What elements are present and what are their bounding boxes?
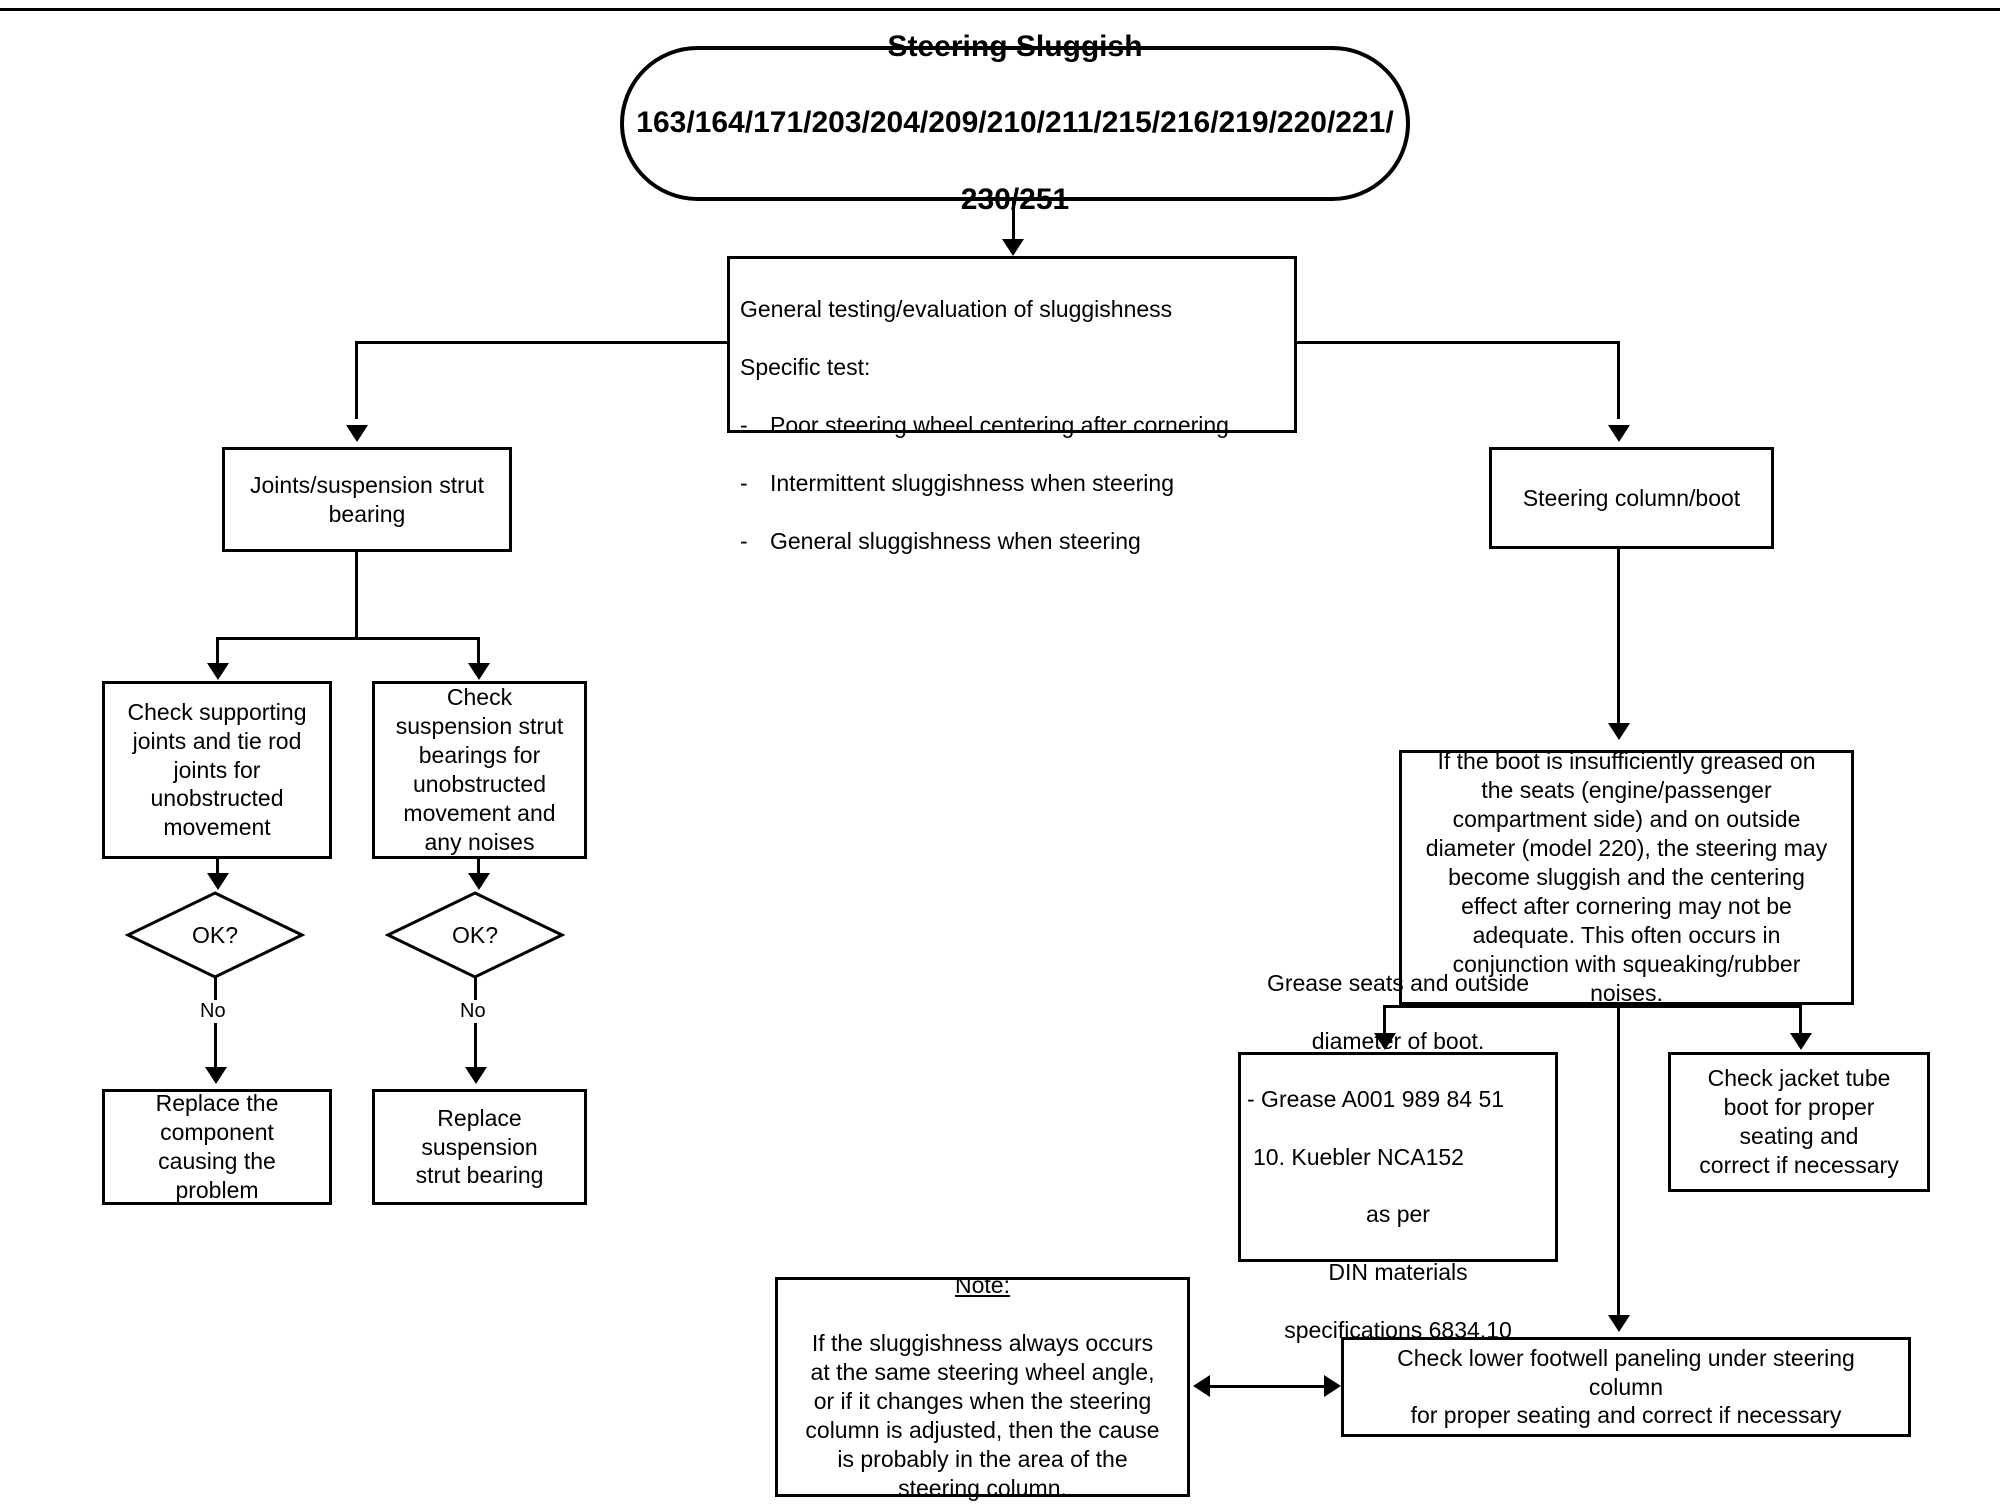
note-heading: Note:	[955, 1272, 1010, 1299]
grease-line-2: diameter of boot.	[1311, 1027, 1485, 1054]
arrowhead-note-side	[1193, 1375, 1210, 1397]
connector-title-to-general	[1012, 201, 1015, 241]
connector-to-check-strut	[477, 637, 480, 665]
decision-ok-right: OK?	[385, 890, 565, 980]
connector-decision-left-to-replace	[214, 977, 217, 1069]
check-jacket-tube-boot-box: Check jacket tube boot for proper seatin…	[1668, 1052, 1930, 1192]
arrowhead-steering-column-node	[1608, 425, 1630, 442]
arrowhead-check-supporting	[207, 663, 229, 680]
arrowhead-grease-node	[1374, 1033, 1396, 1050]
note-box: Note: If the sluggishness always occurs …	[775, 1272, 1190, 1501]
replace-suspension-strut-bearing-box: Replace suspension strut bearing	[372, 1089, 587, 1205]
bullet-dash-1: -	[740, 411, 748, 438]
decision-ok-right-label: OK?	[451, 921, 499, 948]
check-footwell-paneling-box: Check lower footwell paneling under stee…	[1341, 1337, 1911, 1437]
bullet-text-3: General sluggishness when steering	[770, 527, 1141, 554]
boot-grease-info-box: If the boot is insufficiently greased on…	[1399, 748, 1854, 1006]
connector-supporting-to-decision	[216, 859, 219, 875]
connector-split-left-bar	[355, 341, 730, 344]
edge-label-no-right: No	[458, 1000, 488, 1023]
decision-ok-left: OK?	[125, 890, 305, 980]
arrowhead-boot-info	[1608, 723, 1630, 740]
title-terminator: Steering Sluggish 163/164/171/203/204/20…	[620, 30, 1410, 216]
general-test-bullet-3: - General sluggishness when steering	[740, 527, 1284, 556]
connector-steering-column-down	[1617, 549, 1620, 725]
joints-suspension-strut-bearing-box: Joints/suspension strut bearing	[222, 447, 512, 552]
connector-left-drop	[355, 341, 358, 419]
check-supporting-joints-box: Check supporting joints and tie rod join…	[102, 681, 332, 859]
arrowhead-jacket-node	[1790, 1033, 1812, 1050]
page-top-rule	[0, 8, 2000, 11]
arrowhead-general-test	[1002, 239, 1024, 256]
connector-boot-to-jacket	[1799, 1005, 1802, 1035]
arrowhead-joints-node	[346, 425, 368, 442]
general-test-bullet-1: - Poor steering wheel centering after co…	[740, 411, 1284, 440]
connector-boot-to-grease	[1383, 1005, 1386, 1035]
arrowhead-decision-right	[468, 873, 490, 890]
grease-seats-box: Grease seats and outside diameter of boo…	[1238, 970, 1558, 1343]
connector-joints-down	[355, 552, 358, 640]
connector-strut-to-decision	[477, 859, 480, 875]
connector-right-drop	[1617, 341, 1620, 419]
grease-line-6: DIN materials	[1328, 1259, 1468, 1286]
replace-component-box: Replace the component causing the proble…	[102, 1089, 332, 1205]
general-test-heading: General testing/evaluation of sluggishne…	[740, 295, 1173, 322]
connector-joints-split-bar	[216, 637, 480, 640]
general-test-box: General testing/evaluation of sluggishne…	[727, 256, 1297, 554]
arrowhead-replace-strut	[465, 1067, 487, 1084]
title-line-1: Steering Sluggish	[887, 29, 1143, 63]
grease-line-5: as per	[1366, 1201, 1430, 1228]
connector-boot-to-footwell	[1617, 1005, 1620, 1317]
arrowhead-decision-left	[207, 873, 229, 890]
connector-decision-right-to-replace	[474, 977, 477, 1069]
steering-column-boot-box: Steering column/boot	[1489, 447, 1774, 549]
note-body: If the sluggishness always occurs at the…	[805, 1330, 1160, 1501]
bullet-text-2: Intermittent sluggishness when steering	[770, 469, 1174, 496]
general-test-subheading: Specific test:	[740, 353, 871, 380]
decision-ok-left-label: OK?	[191, 921, 239, 948]
bullet-dash-2: -	[740, 469, 748, 496]
grease-line-4: 10. Kuebler NCA152	[1253, 1143, 1464, 1170]
general-test-bullet-2: - Intermittent sluggishness when steerin…	[740, 469, 1284, 498]
arrowhead-footwell-side	[1324, 1375, 1341, 1397]
edge-label-no-left: No	[198, 1000, 228, 1023]
title-line-2: 163/164/171/203/204/209/210/211/215/216/…	[636, 106, 1394, 140]
grease-line-1: Grease seats and outside	[1266, 969, 1530, 996]
connector-note-footwell	[1205, 1385, 1327, 1388]
check-suspension-strut-bearings-box: Check suspension strut bearings for unob…	[372, 681, 587, 859]
arrowhead-footwell-node	[1608, 1315, 1630, 1332]
bullet-dash-3: -	[740, 527, 748, 554]
connector-to-check-supporting	[216, 637, 219, 665]
connector-boot-split-bar	[1383, 1005, 1802, 1008]
arrowhead-replace-component	[205, 1067, 227, 1084]
title-line-3: 230/251	[960, 183, 1070, 217]
connector-split-right-bar	[1294, 341, 1620, 344]
grease-line-3: - Grease A001 989 84 51	[1247, 1085, 1505, 1112]
arrowhead-check-strut	[468, 663, 490, 680]
bullet-text-1: Poor steering wheel centering after corn…	[770, 411, 1229, 438]
